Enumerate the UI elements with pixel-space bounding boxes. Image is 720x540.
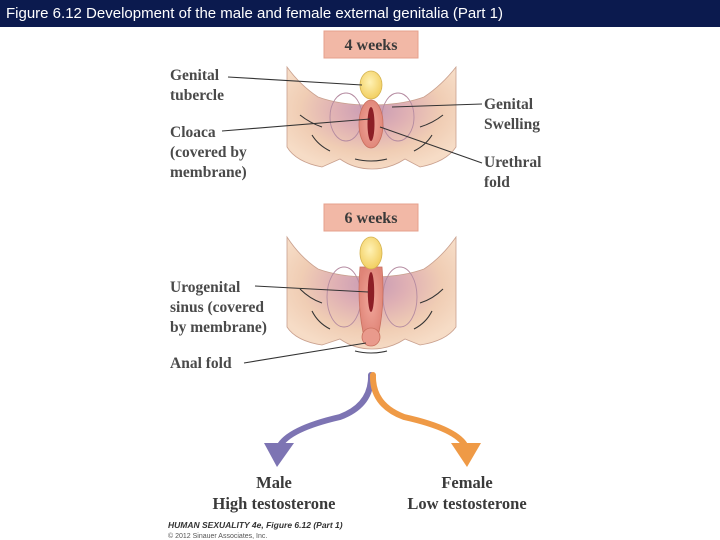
leader-urethral-fold bbox=[379, 126, 483, 164]
outcome-female-condition: Low testosterone bbox=[407, 494, 526, 513]
stage-6-weeks: 6 weeks Urogenital sinus (covered by mem… bbox=[170, 203, 457, 372]
label-urogenital-sinus: Urogenital sinus (covered by membrane) bbox=[170, 279, 268, 336]
outcome-female-name: Female bbox=[441, 473, 492, 492]
female-arrowhead bbox=[451, 443, 481, 467]
development-branch bbox=[264, 372, 481, 467]
slide-title: Figure 6.12 Development of the male and … bbox=[0, 0, 720, 27]
female-arrow bbox=[369, 372, 469, 450]
stage-label-box bbox=[323, 30, 419, 59]
leader-genital-swelling bbox=[391, 103, 483, 108]
leader-urogenital-sinus bbox=[254, 285, 369, 293]
leader-anal-fold bbox=[243, 342, 367, 364]
stage-label-6-weeks: 6 weeks bbox=[345, 210, 398, 227]
label-genital-swelling: Genital Swelling bbox=[484, 96, 540, 133]
leader-genital-tubercle bbox=[227, 76, 363, 86]
embryo-4-weeks bbox=[286, 65, 457, 170]
male-arrow bbox=[276, 372, 375, 450]
label-anal-fold: Anal fold bbox=[170, 355, 232, 372]
stage-label-4-weeks: 4 weeks bbox=[345, 37, 398, 54]
label-urethral-fold: Urethral fold bbox=[484, 154, 545, 191]
genitalia-development-diagram: 4 weeks Genital tubercle Genital bbox=[168, 30, 545, 540]
stage-label-box bbox=[323, 203, 419, 232]
outcome-male-condition: High testosterone bbox=[213, 494, 336, 513]
label-cloaca: Cloaca (covered by membrane) bbox=[170, 124, 251, 181]
outcome-male-name: Male bbox=[256, 473, 292, 492]
copyright-notice: © 2012 Sinauer Associates, Inc. bbox=[168, 532, 267, 540]
leader-cloaca bbox=[221, 118, 371, 132]
male-arrowhead bbox=[264, 443, 294, 467]
figure-credit: HUMAN SEXUALITY 4e, Figure 6.12 (Part 1) bbox=[168, 520, 343, 530]
label-genital-tubercle: Genital tubercle bbox=[170, 67, 224, 104]
stage-4-weeks: 4 weeks Genital tubercle Genital bbox=[170, 30, 545, 191]
embryo-6-weeks bbox=[286, 235, 457, 354]
